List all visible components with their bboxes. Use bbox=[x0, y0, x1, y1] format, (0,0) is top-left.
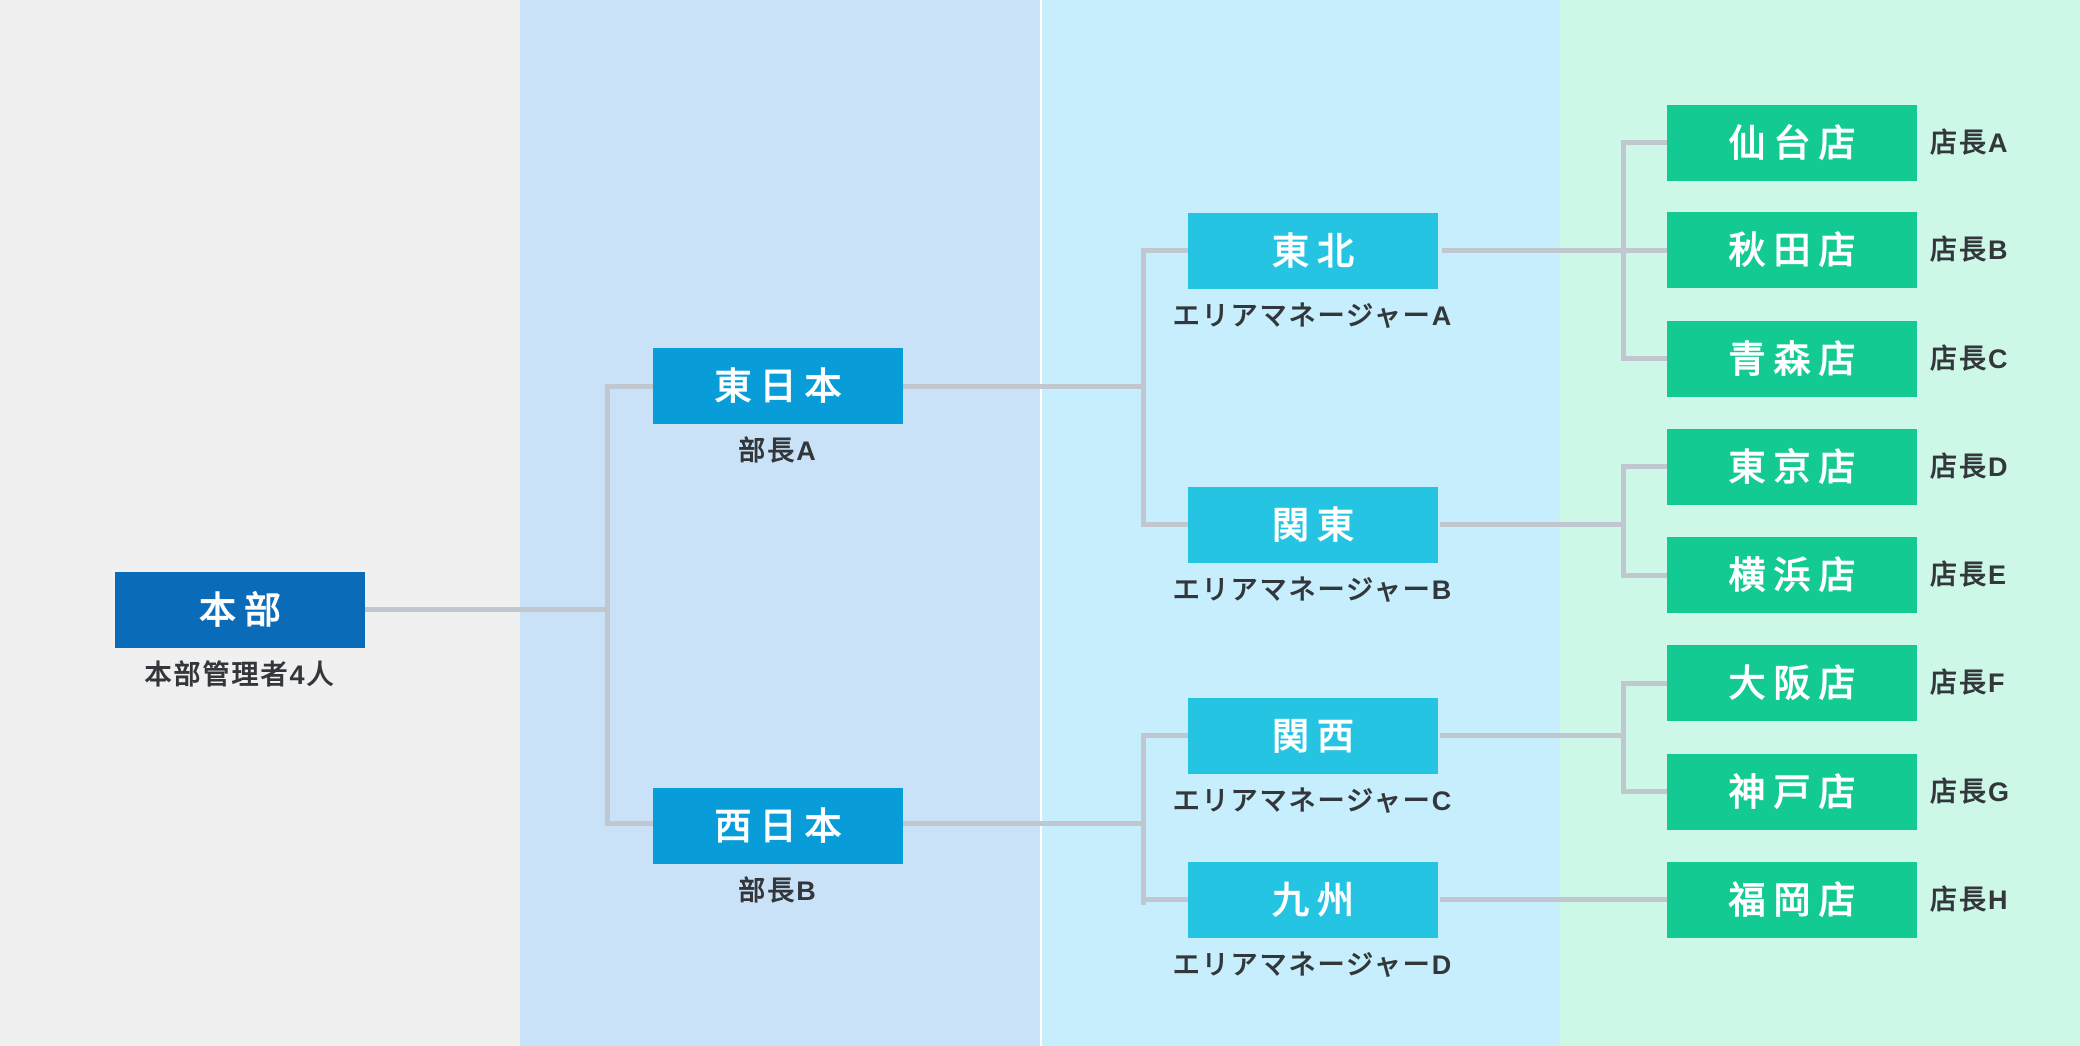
store-name: 秋田店 bbox=[1728, 229, 1864, 271]
connector-east-area-trunk bbox=[1141, 248, 1146, 527]
store-manager-label: 店長B bbox=[1930, 235, 2010, 265]
store-name: 東京店 bbox=[1728, 446, 1864, 488]
connector-hq-feed bbox=[365, 607, 607, 612]
store-manager-label: 店長F bbox=[1930, 668, 2007, 698]
connector-tohoku-in bbox=[1141, 248, 1188, 253]
store-name: 青森店 bbox=[1728, 338, 1864, 380]
area-name: 九州 bbox=[1272, 879, 1362, 921]
store-manager-label: 店長G bbox=[1930, 777, 2012, 807]
connector-tohoku-store-trunk bbox=[1621, 140, 1626, 361]
division-manager-label: 部長B bbox=[738, 876, 818, 906]
node-store-osaka: 大阪店 bbox=[1667, 645, 1917, 721]
connector-aomori-stub bbox=[1621, 356, 1668, 361]
connector-tohoku-feed bbox=[1442, 248, 1668, 253]
area-name: 関東 bbox=[1272, 504, 1362, 546]
area-name: 東北 bbox=[1272, 230, 1362, 272]
node-area-kyushu: 九州 bbox=[1188, 862, 1438, 938]
store-name: 神戸店 bbox=[1728, 771, 1864, 813]
connector-west-japan-in bbox=[605, 821, 653, 826]
connector-west-japan-feed bbox=[903, 821, 1143, 826]
node-hq: 本部 bbox=[115, 572, 365, 648]
area-manager-label: エリアマネージャーD bbox=[1172, 950, 1454, 980]
store-manager-label: 店長A bbox=[1930, 128, 2010, 158]
column-hq-background bbox=[0, 0, 520, 1046]
connector-kanto-in bbox=[1141, 522, 1188, 527]
store-manager-label: 店長H bbox=[1930, 885, 2010, 915]
node-area-kansai: 関西 bbox=[1188, 698, 1438, 774]
store-manager-label: 店長C bbox=[1930, 344, 2010, 374]
connector-tokyo-stub bbox=[1621, 464, 1668, 469]
connector-west-area-trunk bbox=[1141, 733, 1146, 905]
node-store-yokohama: 横浜店 bbox=[1667, 537, 1917, 613]
store-name: 大阪店 bbox=[1728, 662, 1864, 704]
node-store-kobe: 神戸店 bbox=[1667, 754, 1917, 830]
store-name: 仙台店 bbox=[1728, 122, 1864, 164]
node-division-east-japan: 東日本 bbox=[653, 348, 903, 424]
node-store-fukuoka: 福岡店 bbox=[1667, 862, 1917, 938]
division-name: 西日本 bbox=[714, 805, 850, 847]
connector-kanto-feed bbox=[1440, 522, 1626, 527]
connector-kyushu-in bbox=[1141, 897, 1188, 902]
store-manager-label: 店長D bbox=[1930, 452, 2010, 482]
connector-osaka-stub bbox=[1621, 681, 1668, 686]
connector-kansai-feed bbox=[1440, 733, 1626, 738]
store-manager-label: 店長E bbox=[1930, 560, 2009, 590]
connector-east-japan-feed bbox=[903, 384, 1143, 389]
connector-sendai-stub bbox=[1621, 140, 1668, 145]
node-area-kanto: 関東 bbox=[1188, 487, 1438, 563]
connector-kanto-store-trunk bbox=[1621, 464, 1626, 578]
node-store-akita: 秋田店 bbox=[1667, 212, 1917, 288]
connector-east-japan-in bbox=[605, 384, 653, 389]
connector-yokohama-stub bbox=[1621, 573, 1668, 578]
division-name: 東日本 bbox=[714, 365, 850, 407]
store-name: 横浜店 bbox=[1728, 554, 1864, 596]
node-store-tokyo: 東京店 bbox=[1667, 429, 1917, 505]
area-manager-label: エリアマネージャーA bbox=[1172, 301, 1454, 331]
node-area-tohoku: 東北 bbox=[1188, 213, 1438, 289]
node-division-west-japan: 西日本 bbox=[653, 788, 903, 864]
hq-manager-label: 本部管理者4人 bbox=[144, 660, 336, 690]
connector-kansai-store-trunk bbox=[1621, 681, 1626, 794]
node-store-aomori: 青森店 bbox=[1667, 321, 1917, 397]
connector-fukuoka-feed bbox=[1440, 897, 1667, 902]
connector-kobe-stub bbox=[1621, 789, 1668, 794]
connector-division-trunk bbox=[605, 384, 610, 826]
area-manager-label: エリアマネージャーB bbox=[1172, 575, 1454, 605]
connector-kansai-in bbox=[1141, 733, 1188, 738]
store-name: 福岡店 bbox=[1728, 879, 1864, 921]
area-manager-label: エリアマネージャーC bbox=[1172, 786, 1454, 816]
division-manager-label: 部長A bbox=[738, 436, 818, 466]
node-store-sendai: 仙台店 bbox=[1667, 105, 1917, 181]
area-name: 関西 bbox=[1272, 715, 1362, 757]
hq-name: 本部 bbox=[199, 589, 289, 631]
